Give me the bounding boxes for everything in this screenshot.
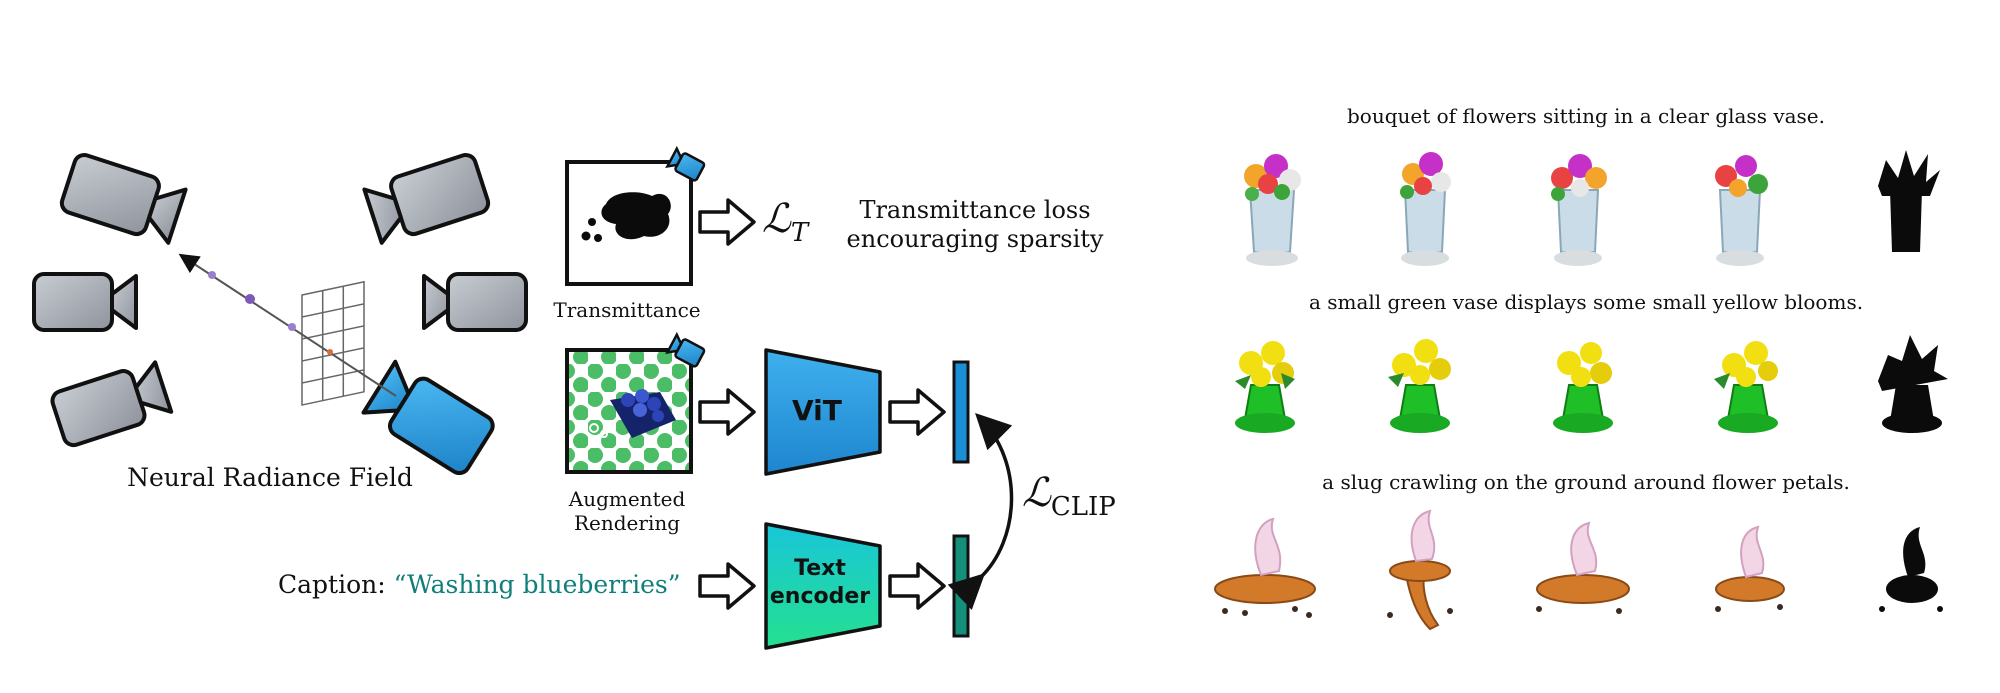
caption-line: Caption: “Washing blueberries” [278, 570, 681, 599]
result-row-green-vase [1235, 335, 1948, 433]
loss-subscript-t: T [790, 218, 809, 248]
camera-icon-top-right [362, 153, 491, 245]
loss-script-l: ℒ [1022, 470, 1051, 516]
transmittance-image [565, 145, 706, 286]
clip-loss-arrow [947, 413, 1014, 610]
caption-text: “Washing blueberries” [393, 570, 681, 599]
vit-label: ViT [792, 394, 842, 427]
row-caption-bouquet: bouquet of flowers sitting in a clear gl… [1346, 104, 1826, 128]
ray-sample-point [245, 294, 255, 304]
camera-icon-mid-left [32, 272, 138, 332]
render-thumbnail [1387, 509, 1453, 631]
transmittance-thumbnail [1878, 150, 1940, 252]
ray-sample-point [327, 349, 333, 355]
ray-sample-point [208, 271, 216, 279]
render-thumbnail [1214, 517, 1316, 618]
transmittance-label: Transmittance [553, 298, 701, 322]
render-thumbnail [1553, 342, 1613, 433]
camera-ray [178, 253, 397, 397]
render-thumbnail [1536, 521, 1630, 614]
camera-icon-bottom-left [50, 360, 174, 448]
ray-sample-point [288, 323, 296, 331]
vit-encoder-block [764, 348, 882, 476]
text-embedding-bar [952, 534, 970, 638]
augmented-rendering-label-line1: Augmented [568, 487, 686, 511]
camera-icon-top-left [59, 153, 188, 245]
render-thumbnail [1244, 154, 1301, 266]
arrow-text-encoder-to-embedding [888, 562, 946, 610]
nerf-camera-group [32, 153, 528, 476]
text-encoder-label-line2: encoder [769, 584, 871, 609]
camera-icon-mid-right [422, 272, 528, 332]
nerf-label: Neural Radiance Field [127, 463, 413, 492]
transmittance-loss-symbol: ℒT [762, 196, 808, 248]
augmented-rendering-image [565, 331, 706, 474]
arrow-vit-to-embedding [888, 388, 946, 436]
augmented-rendering-label-line2: Rendering [573, 511, 681, 535]
render-thumbnail [1551, 154, 1607, 266]
transmittance-thumbnail [1878, 335, 1948, 433]
text-encoder-block [764, 522, 882, 650]
camera-icon-active-blue [361, 359, 495, 476]
clip-loss-symbol: ℒCLIP [1022, 470, 1116, 522]
loss-subscript-clip: CLIP [1050, 492, 1116, 522]
caption-prefix: Caption: [278, 570, 386, 599]
image-embedding-bar [952, 360, 970, 464]
row-caption-slug: a slug crawling on the ground around flo… [1322, 470, 1850, 494]
text-encoder-label-line1: Text [794, 556, 846, 581]
render-thumbnail [1715, 525, 1785, 612]
transmittance-thumbnail [1879, 527, 1943, 612]
result-row-bouquet [1244, 150, 1940, 266]
loss-script-l: ℒ [762, 196, 791, 242]
row-caption-green-vase: a small green vase displays some small y… [1308, 290, 1864, 314]
arrow-rendering-to-vit [698, 388, 756, 436]
image-plane-grid [301, 280, 365, 406]
render-thumbnail [1714, 341, 1778, 433]
camera-icon-small [665, 145, 706, 182]
transmittance-loss-desc-line1: Transmittance loss [859, 196, 1091, 224]
render-thumbnail [1388, 339, 1451, 433]
render-thumbnail [1715, 155, 1768, 266]
render-thumbnail [1400, 152, 1451, 266]
arrow-transmittance-to-loss [698, 198, 756, 246]
transmittance-loss-desc-line2: encouraging sparsity [846, 225, 1104, 253]
camera-icon-small [665, 331, 706, 368]
arrow-caption-to-text-encoder [698, 562, 756, 610]
render-thumbnail [1235, 341, 1295, 433]
result-row-slug [1214, 509, 1943, 631]
